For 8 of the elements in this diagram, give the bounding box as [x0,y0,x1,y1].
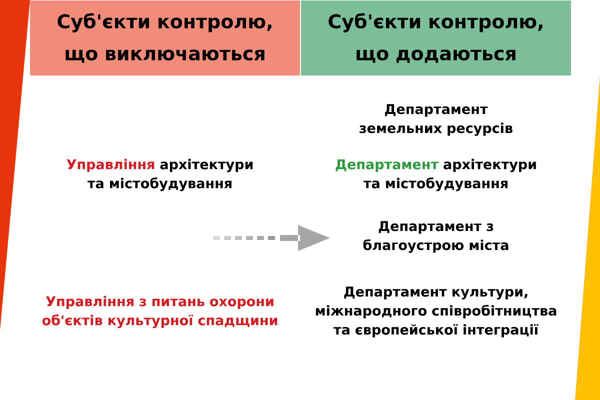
entity-label: Управління архітектури та містобудування [66,158,253,192]
entity-label: Департамент культури, міжнародного співробітництва та європейської інтеграції [316,286,556,338]
entity-label: Департамент з благоустрою міста [363,221,508,253]
entity-label: Департамент земельних ресурсів [360,104,512,136]
entity-label: Управління з питань охорони об'єктів культурної спадщини [42,296,278,328]
header-box: Суб'єкти контролю, що додаються [301,0,571,76]
header-box: Суб'єкти контролю, що виключаються [30,0,300,76]
entity-label: Департамент архітектури та містобудування [336,158,536,192]
